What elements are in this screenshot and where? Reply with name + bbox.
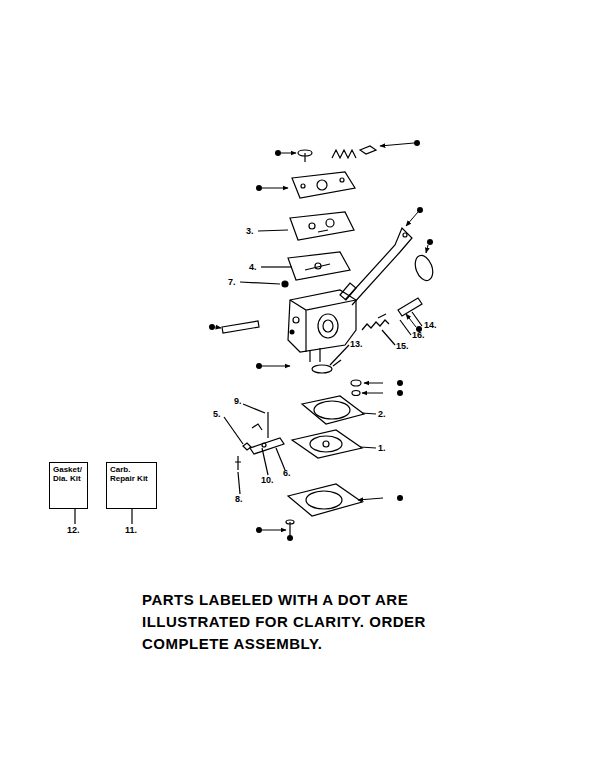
callout-number: 1. <box>378 444 386 453</box>
callout-number: 2. <box>378 410 386 419</box>
callout-number: 8. <box>235 495 243 504</box>
callout-number: 6. <box>283 469 291 478</box>
callout-number: 7. <box>228 278 236 287</box>
callout-number: 13. <box>350 340 363 349</box>
callout-number: 14. <box>424 321 437 330</box>
callout-number: 15. <box>396 342 409 351</box>
callout-number: 4. <box>249 263 257 272</box>
kit-label: Carb. Repair Kit <box>110 465 152 483</box>
callout-number: 9. <box>234 397 242 406</box>
callout-number: 12. <box>67 526 80 535</box>
kit-box: Gasket/ Dia. Kit <box>49 462 88 509</box>
note-text: PARTS LABELED WITH A DOT ARE ILLUSTRATED… <box>142 589 462 655</box>
kit-label: Gasket/ Dia. Kit <box>53 465 83 483</box>
callout-number: 3. <box>246 227 254 236</box>
callout-number: 16. <box>412 331 425 340</box>
callout-number: 11. <box>125 526 137 535</box>
kit-box: Carb. Repair Kit <box>106 462 157 509</box>
callout-number: 10. <box>261 476 274 485</box>
callout-number: 5. <box>213 410 221 419</box>
